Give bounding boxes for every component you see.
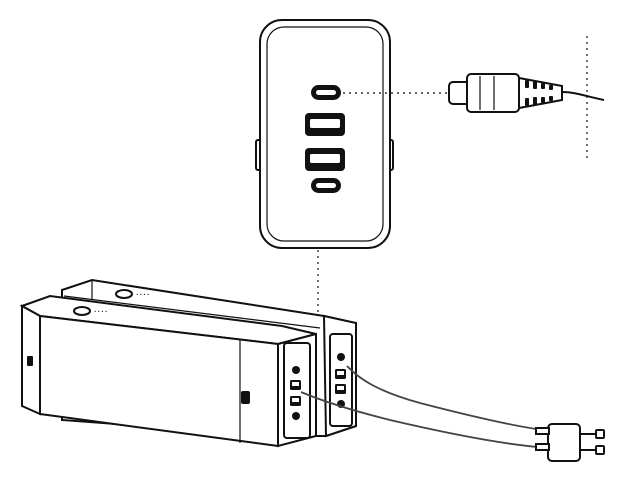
charger-port-usb-a-2	[305, 148, 345, 171]
power-bank-back-button	[115, 289, 133, 299]
power-bank-front-ports	[290, 366, 301, 420]
wall-charger	[255, 19, 394, 249]
power-bank-front-side-button	[241, 391, 250, 404]
ac-cables	[300, 365, 553, 449]
ac-cable-upper	[346, 365, 553, 432]
power-bank-front-logo-mark: • • • •	[94, 309, 107, 314]
power-bank-front-port-panel	[283, 342, 311, 439]
cable-cord	[561, 91, 605, 101]
power-bank-front-side-indicator	[27, 356, 33, 366]
power-bank-front: • • • •	[19, 294, 317, 448]
ac-plug-body	[547, 423, 581, 462]
ac-cable-lower	[300, 391, 553, 449]
power-bank-back-logo-mark: • • • •	[136, 292, 149, 297]
charger-port-usb-c-bottom	[311, 178, 341, 193]
charger-port-usb-a-1	[305, 113, 345, 136]
ac-plug	[535, 423, 605, 462]
strain-relief-ridges	[525, 80, 553, 106]
usb-c-cable	[448, 73, 605, 113]
power-bank-back-port-panel	[329, 333, 353, 427]
power-bank-front-button	[73, 306, 91, 316]
cable-housing	[466, 73, 520, 113]
charger-face	[266, 26, 384, 242]
charger-port-usb-c-top	[311, 85, 341, 100]
